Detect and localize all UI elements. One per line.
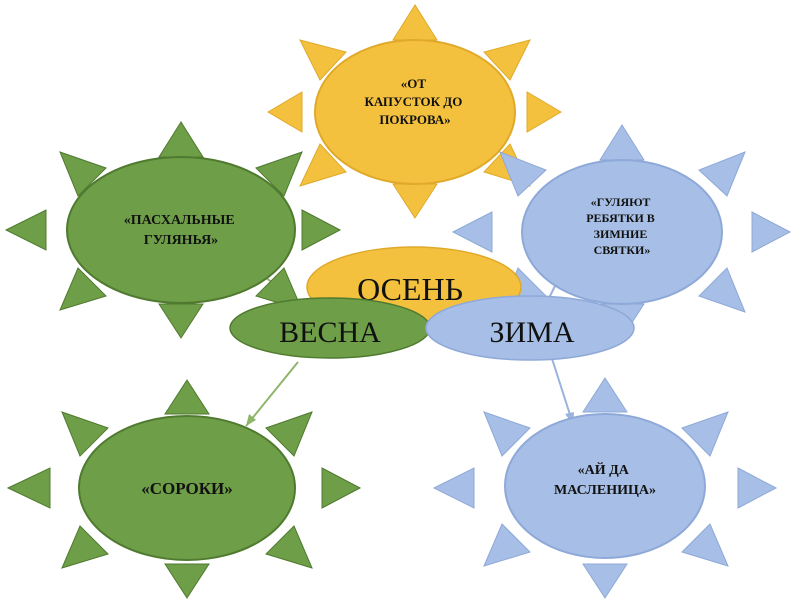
- arrowhead-spring-bottom: [246, 414, 256, 426]
- season-spring: ВЕСНА: [229, 297, 431, 359]
- sun-spring-top-label: «ПАСХАЛЬНЫЕ ГУЛЯНЬЯ»: [124, 213, 238, 248]
- sun-spring-bottom: «СОРОКИ»: [6, 379, 362, 599]
- season-winter-ellipse: [425, 295, 635, 361]
- sun-body: [521, 159, 723, 305]
- sun-body: [504, 413, 706, 559]
- season-winter: ЗИМА: [425, 295, 635, 361]
- sun-rays: [4, 121, 342, 339]
- season-winter-label: ЗИМА: [489, 316, 574, 349]
- sun-rays: [6, 379, 362, 599]
- sun-body: [78, 415, 296, 561]
- sun-body: [66, 156, 296, 304]
- sun-winter-top: «ГУЛЯЮТ РЕБЯТКИ В ЗИМНИЕ СВЯТКИ»: [451, 124, 792, 339]
- sun-autumn: «ОТ КАПУСТОК ДО ПОКРОВА»: [267, 4, 562, 219]
- season-spring-label: ВЕСНА: [279, 316, 381, 349]
- sun-rays: [432, 377, 778, 599]
- sun-autumn-label: «ОТ КАПУСТОК ДО ПОКРОВА»: [364, 76, 465, 127]
- sun-winter-bottom-label: «АЙ ДА МАСЛЕНИЦА»: [554, 461, 656, 498]
- sun-spring-bottom-label: «СОРОКИ»: [141, 479, 233, 498]
- connector-spring-to-bottom-sun: [245, 361, 299, 427]
- sun-winter-bottom: «АЙ ДА МАСЛЕНИЦА»: [432, 377, 778, 599]
- sun-body: [314, 39, 516, 185]
- sun-spring-top: «ПАСХАЛЬНЫЕ ГУЛЯНЬЯ»: [4, 121, 342, 339]
- sun-winter-top-label: «ГУЛЯЮТ РЕБЯТКИ В ЗИМНИЕ СВЯТКИ»: [586, 195, 658, 257]
